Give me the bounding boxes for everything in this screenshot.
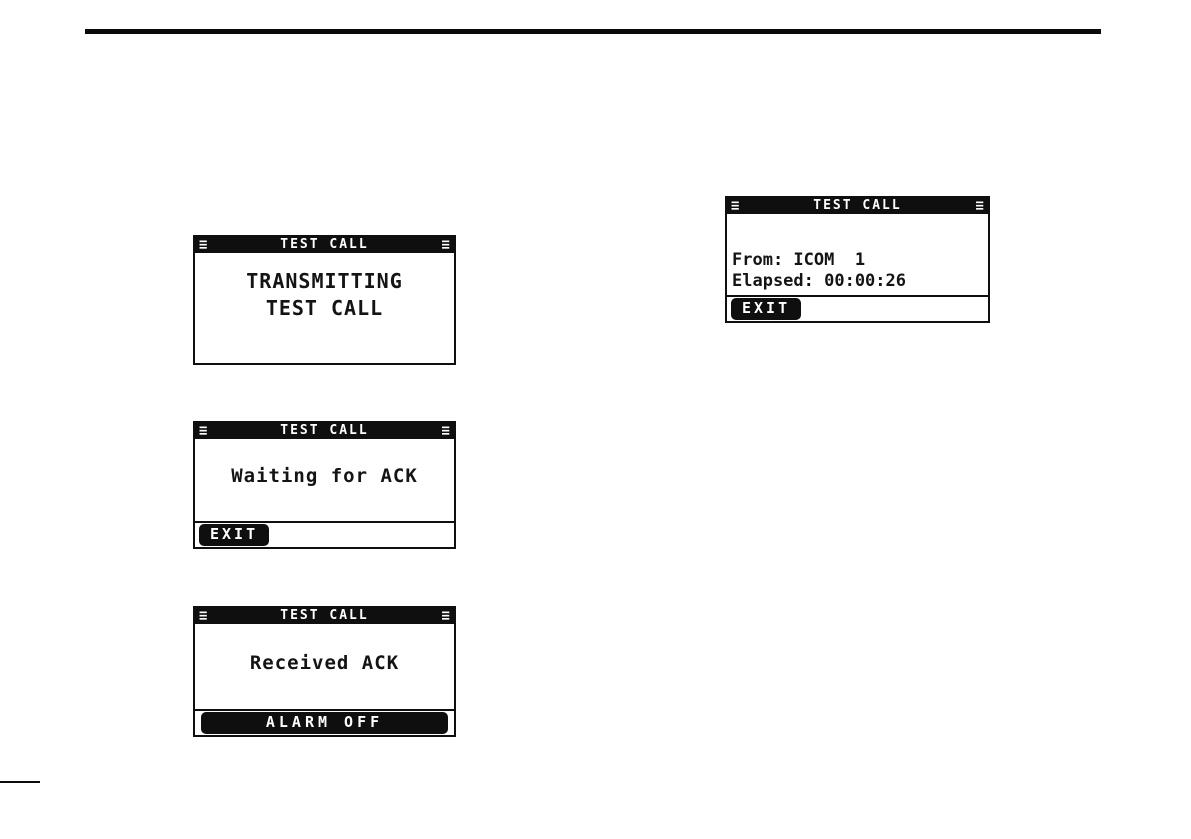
from-text: From: ICOM 1 <box>732 250 866 270</box>
titlebar: ≡ TEST CALL ≡ <box>195 237 454 253</box>
menu-icon[interactable]: ≡ <box>199 608 208 624</box>
elapsed-text: Elapsed: 00:00:26 <box>732 271 906 291</box>
menu-icon[interactable]: ≡ <box>441 423 450 439</box>
screen-body: Received ACK <box>195 624 454 709</box>
screen-title: TEST CALL <box>280 608 369 623</box>
footer-rule <box>0 781 40 783</box>
header-rule <box>85 29 1101 34</box>
lcd-screen-received-ack: ≡ TEST CALL ≡ Received ACK ALARM OFF <box>193 606 456 737</box>
titlebar: ≡ TEST CALL ≡ <box>195 608 454 624</box>
menu-icon[interactable]: ≡ <box>199 237 208 253</box>
status-text-line: Received ACK <box>249 651 400 674</box>
alarm-off-softkey-button[interactable]: ALARM OFF <box>201 711 448 735</box>
titlebar: ≡ TEST CALL ≡ <box>195 423 454 439</box>
exit-softkey-button[interactable]: EXIT <box>731 297 802 321</box>
status-text-line: TEST CALL <box>265 296 384 320</box>
menu-icon[interactable]: ≡ <box>199 423 208 439</box>
menu-icon[interactable]: ≡ <box>441 237 450 253</box>
softkey-bar: ALARM OFF <box>195 709 454 735</box>
screen-body: From: ICOM 1 Elapsed: 00:00:26 <box>727 214 988 295</box>
titlebar: ≡ TEST CALL ≡ <box>727 198 988 214</box>
screen-body: Waiting for ACK <box>195 439 454 521</box>
screen-title: TEST CALL <box>280 423 369 438</box>
menu-icon[interactable]: ≡ <box>975 198 984 214</box>
screen-title: TEST CALL <box>280 237 369 252</box>
lcd-screen-elapsed: ≡ TEST CALL ≡ From: ICOM 1 Elapsed: 00:0… <box>725 196 990 323</box>
status-text-line: TRANSMITTING <box>246 269 403 293</box>
softkey-bar: EXIT <box>195 521 454 547</box>
screen-title: TEST CALL <box>813 198 902 213</box>
exit-softkey-button[interactable]: EXIT <box>199 523 270 547</box>
status-text-line: Waiting for ACK <box>231 465 418 487</box>
lcd-screen-transmitting: ≡ TEST CALL ≡ TRANSMITTING TEST CALL <box>193 235 456 365</box>
softkey-bar: EXIT <box>727 295 988 321</box>
menu-icon[interactable]: ≡ <box>441 608 450 624</box>
screen-body: TRANSMITTING TEST CALL <box>195 253 454 363</box>
lcd-screen-waiting-for-ack: ≡ TEST CALL ≡ Waiting for ACK EXIT <box>193 421 456 549</box>
menu-icon[interactable]: ≡ <box>731 198 740 214</box>
